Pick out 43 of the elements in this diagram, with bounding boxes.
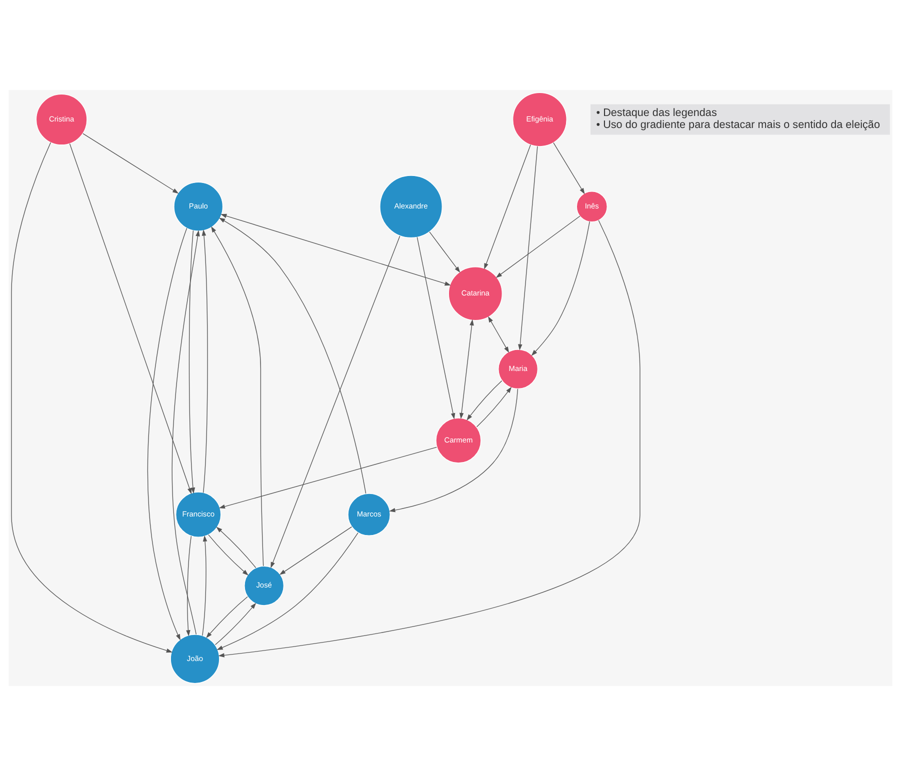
arrow — [553, 142, 585, 194]
label: • Uso do gradiente para destacar mais o sentido da eleição — [596, 119, 880, 132]
arrow — [484, 144, 531, 270]
arrow — [220, 214, 451, 286]
node-circle: Paulo — [174, 182, 224, 232]
arrow — [389, 388, 518, 512]
arrow — [82, 133, 179, 194]
node-circle: Efigênia — [512, 92, 567, 147]
arrow — [531, 221, 590, 356]
node-circle: Marcos — [348, 493, 390, 536]
arrow — [69, 143, 192, 494]
node-circle: José — [244, 566, 284, 606]
arrow — [11, 142, 173, 653]
arrow — [214, 602, 256, 646]
arrow — [218, 220, 640, 658]
arrow — [488, 316, 510, 353]
node-circle: Alexandre — [380, 175, 442, 238]
arrow — [429, 231, 460, 273]
arrow — [216, 532, 358, 650]
label: • Destaque das legendas — [596, 107, 717, 120]
arrow — [211, 226, 264, 566]
arrow — [206, 596, 248, 638]
arrow — [270, 236, 400, 568]
arrow — [218, 218, 366, 494]
arrow — [466, 380, 502, 420]
arrow — [208, 534, 248, 576]
arrow — [496, 216, 580, 278]
arrow — [202, 230, 208, 494]
arrow — [186, 536, 192, 636]
arrow — [279, 526, 352, 575]
arrow — [147, 228, 188, 640]
arrow — [216, 526, 256, 568]
node-circle: Inês — [576, 191, 608, 222]
arrow — [476, 386, 512, 428]
arrow — [416, 236, 456, 420]
arrow — [172, 230, 200, 635]
node-circle: Carmem — [436, 418, 482, 464]
arrow — [202, 535, 208, 636]
arrow — [218, 446, 438, 509]
node-circle: Cristina — [36, 94, 88, 146]
arrow — [459, 319, 474, 420]
arrow — [188, 230, 196, 494]
arrow — [518, 146, 538, 350]
